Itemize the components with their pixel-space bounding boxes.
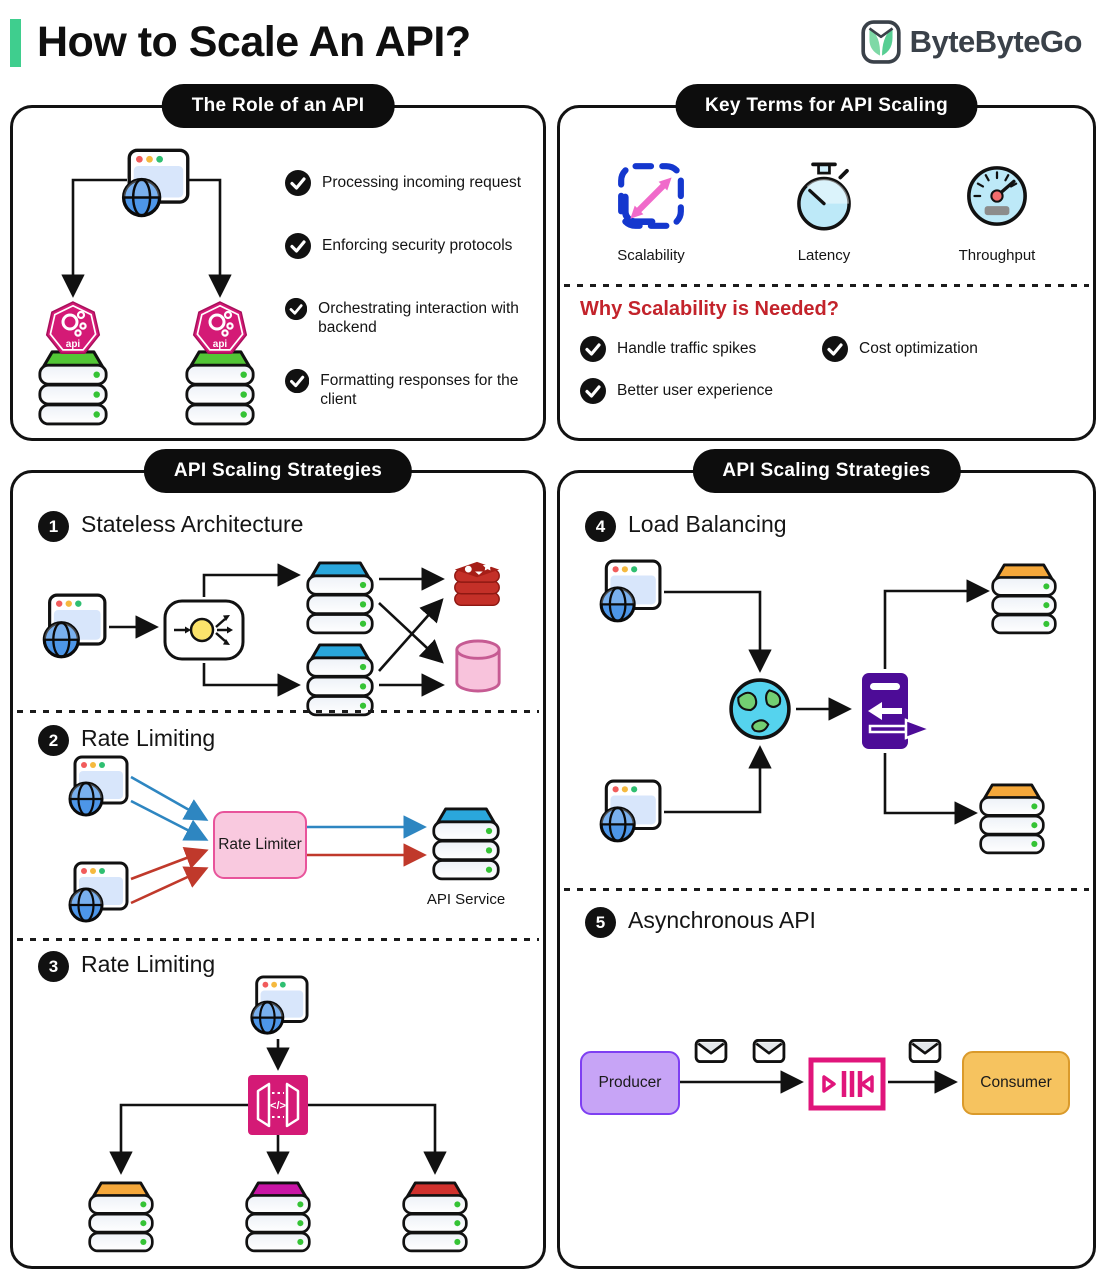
section-title: Rate Limiting xyxy=(81,951,216,977)
load-balancer-icon xyxy=(862,673,934,749)
check-item-label: Cost optimization xyxy=(859,340,978,357)
api-service-label: API Service xyxy=(426,891,506,908)
server-stack xyxy=(305,639,375,719)
why-item: Handle traffic spikes xyxy=(580,336,756,362)
server-stack xyxy=(978,779,1046,857)
api-heptagon-badge: api xyxy=(45,301,101,355)
client-browser-icon xyxy=(247,975,309,1037)
scalability-icon xyxy=(618,163,684,229)
producer-box: Producer xyxy=(580,1051,680,1115)
api-gateway-icon: </> xyxy=(248,1075,308,1135)
accent-bar xyxy=(10,18,21,67)
term-throughput: Throughput xyxy=(922,160,1072,264)
redis-cache-icon xyxy=(454,561,500,607)
check-item-label: Processing incoming request xyxy=(322,174,522,191)
server-stack xyxy=(305,557,375,637)
latency-stopwatch-icon xyxy=(797,162,851,231)
client-browser-icon xyxy=(596,779,662,845)
server-stack xyxy=(401,1177,469,1255)
term-latency: Latency xyxy=(749,160,899,264)
server-stack xyxy=(990,559,1058,637)
dotted-divider xyxy=(17,710,539,713)
role-item: Enforcing security protocols xyxy=(285,233,512,259)
message-queue-icon xyxy=(808,1057,886,1111)
bytebytego-icon xyxy=(860,20,901,64)
page-title: How to Scale An API? xyxy=(37,18,471,66)
why-item: Better user experience xyxy=(580,378,773,404)
server-stack xyxy=(244,1177,312,1255)
dotted-divider xyxy=(564,284,1089,287)
throughput-gauge-icon xyxy=(967,166,1027,226)
panel-key-terms: Key Terms for API Scaling Scalability La… xyxy=(557,84,1096,441)
panel-strategies-left: API Scaling Strategies xyxy=(10,449,546,1269)
dotted-divider xyxy=(17,938,539,941)
check-icon xyxy=(580,336,606,362)
message-envelope-icon xyxy=(694,1037,728,1065)
server-stack xyxy=(87,1177,155,1255)
api-heptagon-badge: api xyxy=(192,301,248,355)
rate-limiter-box: Rate Limiter xyxy=(213,811,307,879)
api-service-stack xyxy=(431,803,501,883)
consumer-box: Consumer xyxy=(962,1051,1070,1115)
check-item-label: Formatting responses for the client xyxy=(320,372,519,409)
panel-strategies-right: API Scaling Strategies 4 Load Balancing xyxy=(557,449,1096,1269)
client-browser-icon xyxy=(65,861,129,925)
section-badge: 4 xyxy=(585,511,616,542)
check-icon xyxy=(580,378,606,404)
svg-text:api: api xyxy=(213,339,228,350)
term-label: Scalability xyxy=(617,247,685,264)
check-item-label: Better user experience xyxy=(617,382,773,399)
term-label: Throughput xyxy=(958,247,1036,264)
check-icon xyxy=(285,296,307,322)
why-item: Cost optimization xyxy=(822,336,978,362)
message-envelope-icon xyxy=(752,1037,786,1065)
client-browser-icon xyxy=(118,148,190,220)
check-item-label: Enforcing security protocols xyxy=(322,237,513,254)
dotted-divider xyxy=(564,888,1089,891)
internet-globe-icon xyxy=(729,678,791,740)
section-title: Asynchronous API xyxy=(628,907,816,933)
role-item: Orchestrating interaction with backend xyxy=(285,296,543,338)
section-badge: 5 xyxy=(585,907,616,938)
api-server-stack xyxy=(184,346,256,428)
api-server-stack xyxy=(37,346,109,428)
check-item-label: Orchestrating interaction with backend xyxy=(318,300,519,337)
client-browser-icon xyxy=(596,559,662,625)
database-cylinder-icon xyxy=(455,639,501,693)
section-badge: 1 xyxy=(38,511,69,542)
term-scalability: Scalability xyxy=(576,160,726,264)
svg-text:api: api xyxy=(66,339,81,350)
panel-strategies-pill: API Scaling Strategies xyxy=(692,449,961,493)
role-item: Formatting responses for the client xyxy=(285,368,543,410)
check-item-label: Handle traffic spikes xyxy=(617,340,757,357)
panel-strategies-pill: API Scaling Strategies xyxy=(143,449,413,493)
check-icon xyxy=(285,368,309,394)
panel-role-pill: The Role of an API xyxy=(161,84,395,128)
section-badge: 3 xyxy=(38,951,69,982)
section-title: Rate Limiting xyxy=(81,725,216,751)
message-envelope-icon xyxy=(908,1037,942,1065)
term-label: Latency xyxy=(797,247,851,264)
client-browser-icon xyxy=(65,755,129,819)
brand-name: ByteByteGo xyxy=(909,24,1083,59)
section-title: Load Balancing xyxy=(628,511,787,537)
check-icon xyxy=(285,170,311,196)
section-badge: 2 xyxy=(38,725,69,756)
stateless-process-icon xyxy=(163,599,245,661)
panel-key-terms-pill: Key Terms for API Scaling xyxy=(675,84,978,128)
panel-role-of-api: The Role of an API api api xyxy=(10,84,546,441)
client-browser-icon xyxy=(39,593,107,661)
role-item: Processing incoming request xyxy=(285,170,521,196)
section-title: Stateless Architecture xyxy=(81,511,304,537)
brand-logo: ByteByteGo xyxy=(860,20,1083,64)
svg-text:</>: </> xyxy=(270,1100,286,1112)
why-scalability-heading: Why Scalability is Needed? xyxy=(580,298,839,320)
check-icon xyxy=(285,233,311,259)
check-icon xyxy=(822,336,848,362)
